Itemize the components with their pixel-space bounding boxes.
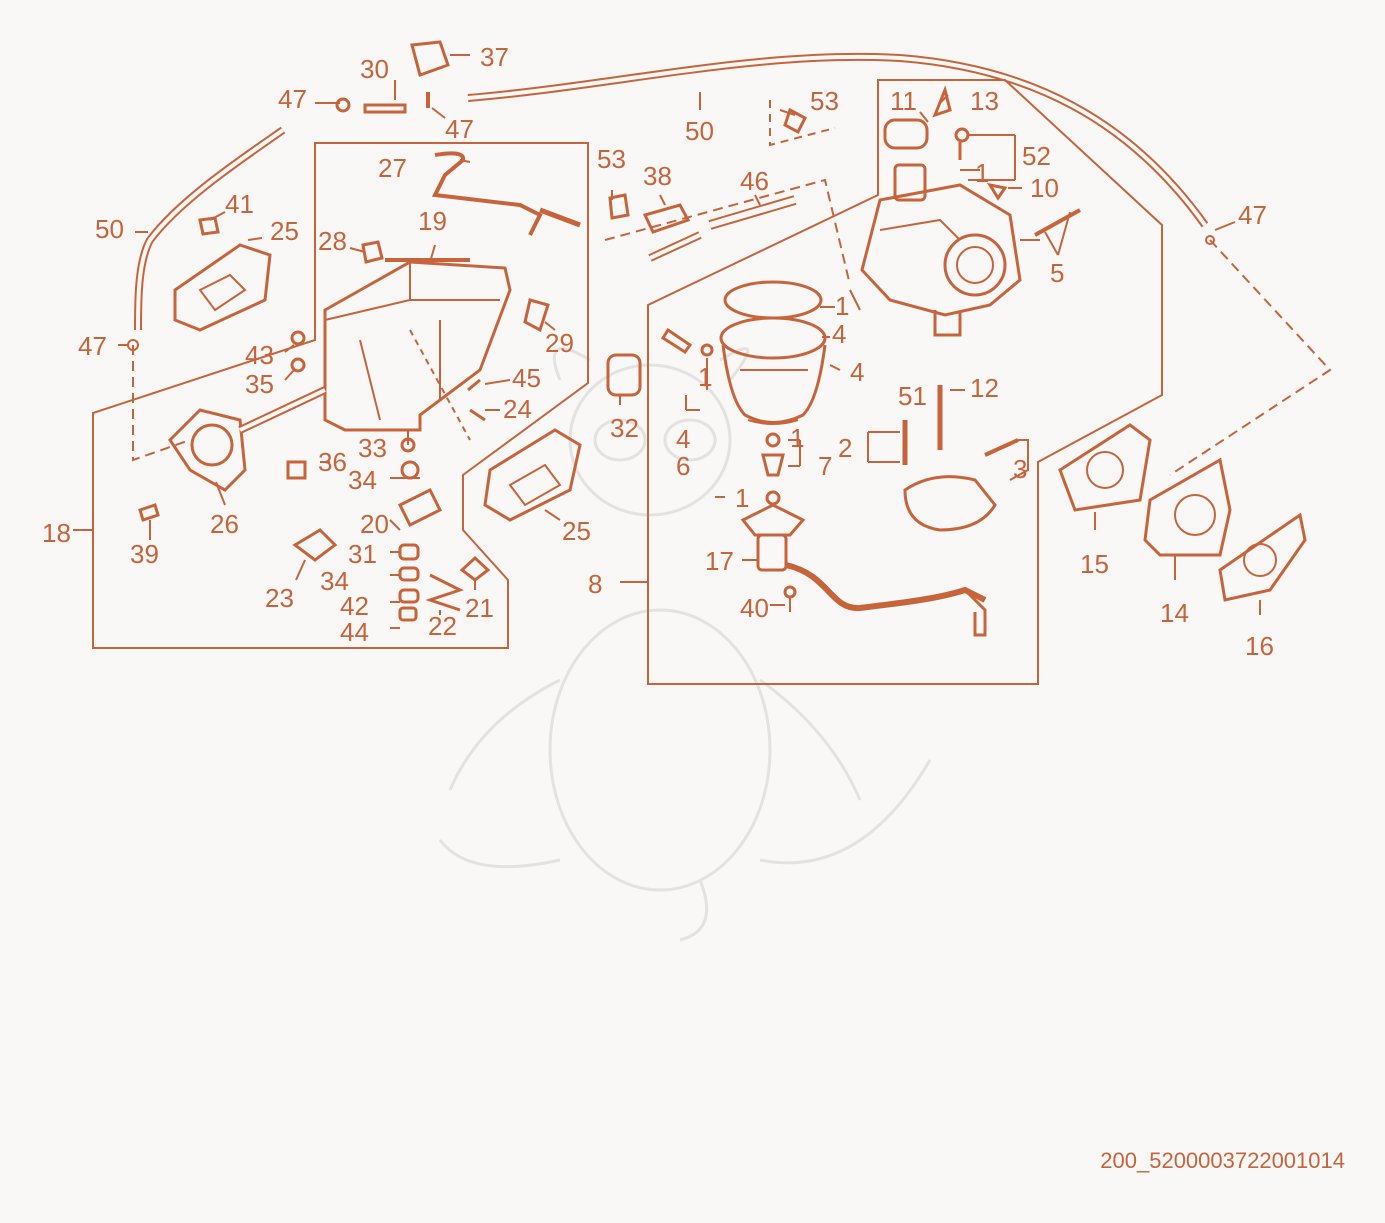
label-47: 47 [1238,200,1267,230]
label-3: 3 [1013,454,1027,484]
label-32: 32 [610,413,639,443]
label-53: 53 [597,144,626,174]
label-47: 47 [78,331,107,361]
label-22: 22 [428,611,457,641]
label-23: 23 [265,583,294,613]
label-36: 36 [318,447,347,477]
label-27: 27 [378,153,407,183]
label-51: 51 [898,381,927,411]
label-34: 34 [320,566,349,596]
label-1: 1 [698,362,712,392]
label-17: 17 [705,546,734,576]
label-45: 45 [512,363,541,393]
float-bowl [721,344,827,424]
label-8: 8 [588,569,602,599]
gasket-25-top [173,243,272,332]
label-25: 25 [270,216,299,246]
gasket-15 [1058,423,1152,512]
label-14: 14 [1160,598,1189,628]
label-44: 44 [340,617,369,647]
label-4: 4 [832,319,846,349]
label-24: 24 [503,394,532,424]
label-50: 50 [685,116,714,146]
label-19: 19 [418,206,447,236]
label-1: 1 [835,291,849,321]
label-10: 10 [1030,173,1059,203]
carburetor-body [860,163,1040,337]
label-30: 30 [360,54,389,84]
label-16: 16 [1245,631,1274,661]
label-47: 47 [445,114,474,144]
label-4: 4 [676,424,690,454]
label-12: 12 [970,373,999,403]
label-25: 25 [562,516,591,546]
fuel-hose-long [467,52,1209,228]
label-35: 35 [245,369,274,399]
label-41: 41 [225,189,254,219]
accelerator-pump [903,475,997,532]
label-38: 38 [643,161,672,191]
fuel-strainer [168,386,327,492]
gasket-ring [723,280,823,320]
air-cleaner-case [323,258,512,432]
label-33: 33 [358,433,387,463]
dragon-watermark [438,347,932,942]
diagram-linework [73,40,1332,685]
label-42: 42 [340,591,369,621]
group-frame-right [647,79,1163,685]
group-frame-left [92,142,589,649]
label-2: 2 [838,433,852,463]
label-21: 21 [465,593,494,623]
label-1: 1 [735,483,749,513]
label-7: 7 [818,451,832,481]
label-47: 47 [278,84,307,114]
label-1: 1 [790,423,804,453]
insulator-14 [1143,457,1232,557]
label-13: 13 [970,86,999,116]
label-40: 40 [740,593,769,623]
label-11: 11 [890,86,917,116]
gasket-25-mid [483,428,582,522]
label-29: 29 [545,328,574,358]
label-37: 37 [480,42,509,72]
label-18: 18 [42,518,71,548]
label-4: 4 [850,357,864,387]
choke-rod [431,151,543,236]
label-1: 1 [975,158,989,188]
label-50: 50 [95,214,124,244]
label-39: 39 [130,539,159,569]
label-5: 5 [1050,258,1064,288]
label-34: 34 [348,465,377,495]
label-46: 46 [740,166,769,196]
fuel-cock [740,503,987,637]
label-28: 28 [318,226,347,256]
label-6: 6 [676,451,690,481]
label-43: 43 [245,340,274,370]
label-31: 31 [348,539,377,569]
part-labels: 37 30 47 47 50 53 11 13 52 1 10 47 5 27 … [42,42,1274,661]
label-15: 15 [1080,549,1109,579]
label-20: 20 [360,509,389,539]
insulator-32 [606,353,642,397]
label-53: 53 [810,86,839,116]
label-52: 52 [1022,141,1051,171]
label-26: 26 [210,509,239,539]
gasket-16 [1218,512,1307,602]
diagram-code: 200_5200003722001014 [1100,1148,1345,1173]
